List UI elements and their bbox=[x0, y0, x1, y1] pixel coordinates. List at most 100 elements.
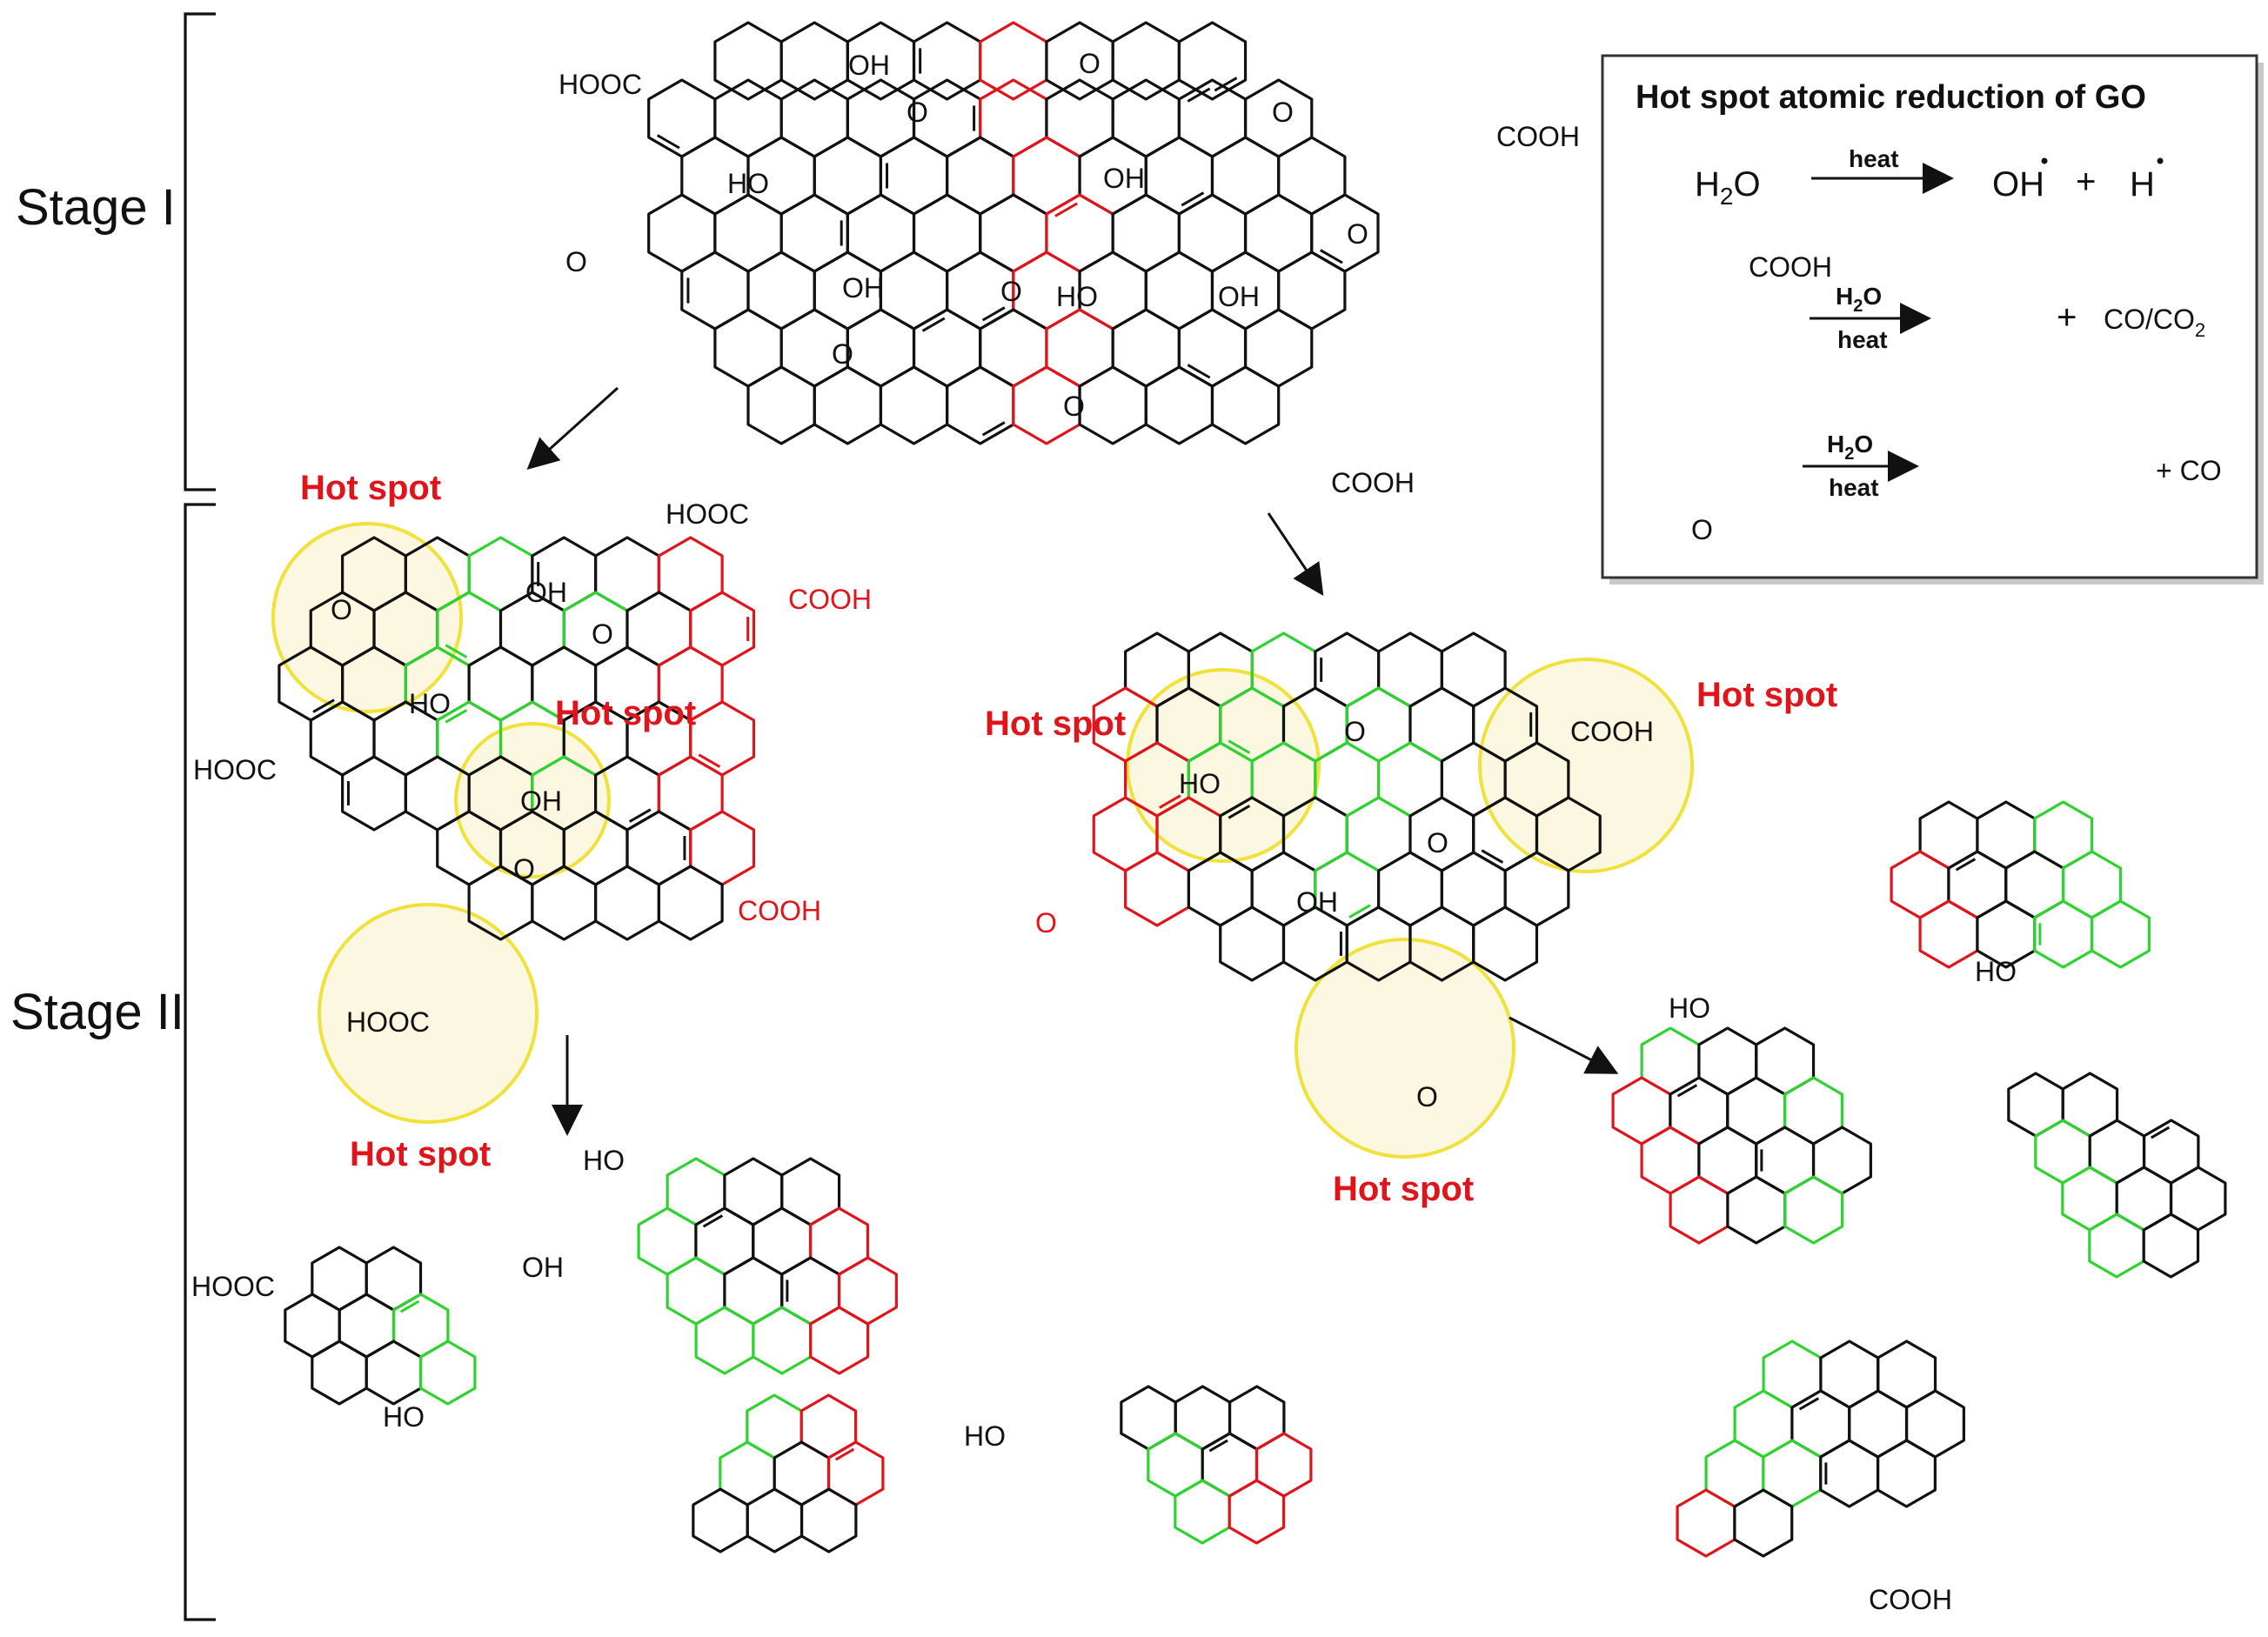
group-epoxy-o: O bbox=[592, 618, 613, 650]
hexagon-ring bbox=[1111, 193, 1181, 273]
hot-spot-label: Hot spot bbox=[1333, 1170, 1474, 1208]
group-ho: HO bbox=[583, 1145, 625, 1176]
hexagon-ring bbox=[689, 591, 756, 667]
hexagon-ring bbox=[1045, 78, 1114, 158]
r1-reactant-o: O bbox=[1733, 165, 1760, 204]
group-cooh: COOH bbox=[1496, 121, 1580, 152]
double-bond bbox=[1228, 739, 1251, 754]
hexagon-ring bbox=[680, 251, 750, 331]
hexagon-ring bbox=[1187, 851, 1254, 927]
hexagon-ring bbox=[1144, 136, 1214, 216]
group-hooc: HOOC bbox=[191, 1271, 275, 1302]
group-epoxy-o: O bbox=[1272, 97, 1294, 128]
hexagon-ring bbox=[467, 536, 534, 612]
group-oh: OH bbox=[1218, 281, 1260, 312]
group-epoxy-o: O bbox=[1000, 276, 1022, 307]
group-hooc: HOOC bbox=[559, 69, 642, 100]
hexagon-ring bbox=[1210, 136, 1281, 216]
hexagon-ring bbox=[284, 1293, 341, 1359]
double-bond bbox=[1214, 77, 1238, 92]
hexagon-ring bbox=[2142, 1213, 2200, 1279]
group-epoxy-o: O bbox=[513, 853, 535, 885]
group-ho: HO bbox=[727, 168, 769, 199]
hexagon-ring bbox=[1377, 741, 1443, 818]
group-epoxy-o: O bbox=[907, 97, 928, 128]
hexagon-ring bbox=[2061, 1166, 2118, 1232]
product-fragment-6 bbox=[1611, 1026, 1872, 1245]
group-cooh: COOH bbox=[1570, 716, 1654, 747]
hexagon-ring bbox=[1177, 308, 1248, 388]
hexagon-ring bbox=[1472, 905, 1539, 982]
hexagon-ring bbox=[979, 308, 1048, 388]
hexagon-ring bbox=[1440, 631, 1507, 708]
group-oh: OH bbox=[1103, 163, 1145, 194]
hexagon-ring bbox=[626, 591, 692, 667]
hexagon-ring bbox=[1783, 1175, 1844, 1245]
hexagon-ring bbox=[846, 193, 916, 273]
group-ketone-o: O bbox=[565, 246, 587, 277]
left-fragment-labels: O OH COOH O HO HOOC OH O COOH HOOC bbox=[193, 577, 872, 1038]
group-hooc: HOOC bbox=[193, 754, 277, 785]
stage2-bracket bbox=[184, 503, 216, 1621]
r3-ketone-o: O bbox=[1691, 514, 1713, 545]
hexagon-ring bbox=[311, 1340, 368, 1406]
hexagon-ring bbox=[1111, 78, 1181, 158]
hexagon-ring bbox=[713, 78, 783, 158]
hexagon-ring bbox=[1177, 21, 1248, 101]
hexagon-ring bbox=[2090, 899, 2151, 969]
double-bond bbox=[1158, 794, 1181, 809]
group-ho: HO bbox=[1669, 992, 1710, 1024]
double-bond bbox=[1798, 1397, 1820, 1411]
double-bond bbox=[399, 1300, 420, 1313]
product-fragment-4 bbox=[1120, 1385, 1313, 1545]
double-bond bbox=[1181, 191, 1205, 207]
r1-radical-dot bbox=[2041, 157, 2048, 164]
hexagon-ring bbox=[1111, 21, 1181, 101]
hexagon-ring bbox=[779, 193, 849, 273]
r2-co: CO/CO bbox=[2104, 304, 2195, 335]
product-fragment-8 bbox=[1676, 1340, 1965, 1558]
r2-sub: 2 bbox=[1853, 297, 1863, 316]
double-bond bbox=[1228, 805, 1251, 819]
group-cooh: COOH bbox=[1331, 467, 1415, 498]
hexagon-ring bbox=[1440, 851, 1507, 927]
double-bond bbox=[921, 317, 946, 332]
double-bond bbox=[1208, 1439, 1228, 1453]
double-bond bbox=[445, 644, 468, 658]
arrow-to-right-fragment bbox=[1267, 512, 1324, 596]
r2-condition-bottom: heat bbox=[1837, 326, 1888, 353]
r3-h: H bbox=[1827, 431, 1844, 458]
hexagon-ring bbox=[879, 251, 949, 331]
hexagon-ring bbox=[946, 365, 1015, 445]
hexagon-ring bbox=[799, 1487, 858, 1553]
hexagon-ring bbox=[1210, 365, 1281, 445]
group-epoxy-o: O bbox=[1079, 48, 1101, 79]
group-cooh: COOH bbox=[788, 584, 872, 615]
hexagon-ring bbox=[912, 308, 982, 388]
double-bond bbox=[656, 134, 680, 150]
group-oh: OH bbox=[1296, 886, 1338, 918]
hexagon-ring bbox=[2088, 1213, 2145, 1279]
hexagon-ring bbox=[594, 536, 660, 612]
group-cooh: COOH bbox=[1869, 1584, 1952, 1615]
hexagon-ring bbox=[467, 645, 534, 722]
hexagon-ring bbox=[1012, 136, 1081, 216]
hexagon-ring bbox=[713, 193, 783, 273]
group-ho: HO bbox=[1056, 281, 1098, 312]
hexagon-ring bbox=[1228, 1479, 1286, 1545]
process-arrows bbox=[526, 386, 1619, 1136]
r1-condition: heat bbox=[1849, 145, 1899, 172]
hexagon-ring bbox=[657, 865, 724, 941]
double-bond bbox=[1054, 202, 1078, 217]
hexagon-ring bbox=[746, 365, 816, 445]
hexagon-ring bbox=[1177, 78, 1248, 158]
hexagon-ring bbox=[1243, 308, 1314, 388]
group-ho: HO bbox=[383, 1401, 425, 1433]
double-bond bbox=[698, 753, 721, 768]
hexagon-ring bbox=[912, 21, 982, 101]
double-bond bbox=[981, 421, 1006, 437]
product-fragment-7 bbox=[2007, 1072, 2227, 1279]
hot-spot-circles bbox=[271, 522, 1694, 1159]
hexagon-ring bbox=[689, 700, 756, 777]
hexagon-ring bbox=[689, 810, 756, 886]
